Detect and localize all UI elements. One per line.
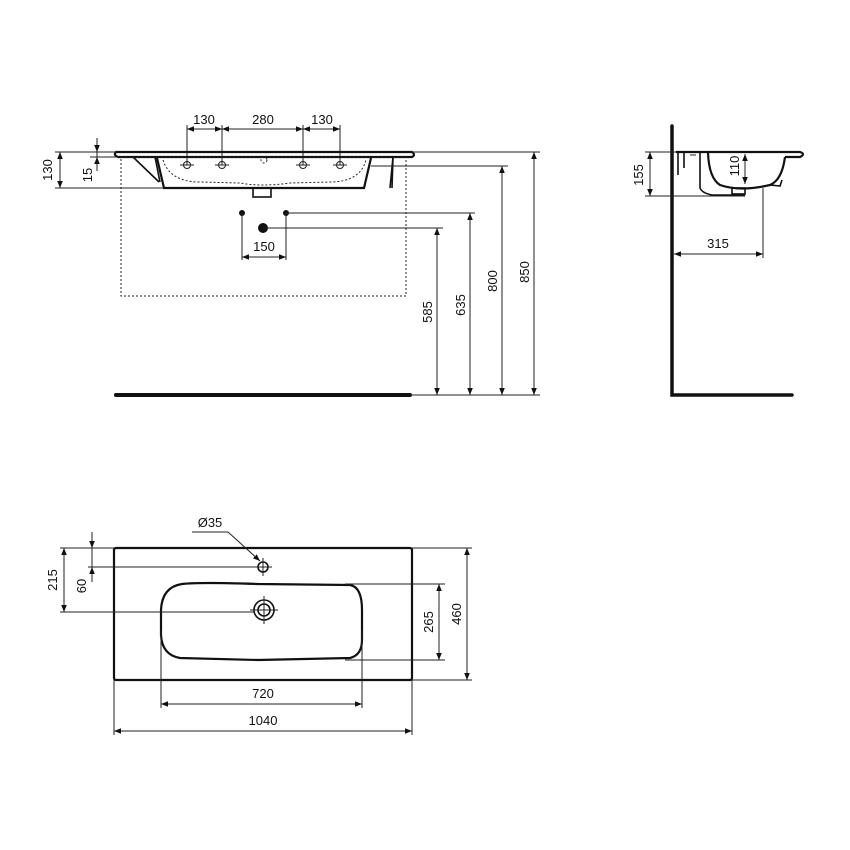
dim-hole-diameter: Ø35 (198, 515, 223, 530)
tap-hole-icon (180, 156, 347, 169)
dim-depth-460: 460 (449, 603, 464, 625)
dim-height-635: 635 (453, 294, 468, 316)
dim-height-130: 130 (40, 159, 55, 181)
plan-view: Ø35 215 60 265 460 720 1040 (45, 515, 472, 735)
dim-tap-spacing-150: 150 (253, 239, 275, 254)
dim-bowl-width-265: 265 (421, 611, 436, 633)
dim-bowl-length-720: 720 (252, 686, 274, 701)
front-view: 130 280 130 130 15 (40, 112, 540, 397)
dim-length-1040: 1040 (249, 713, 278, 728)
dim-rim-15: 15 (80, 168, 95, 182)
drain-icon (250, 596, 278, 624)
dim-height-585: 585 (420, 301, 435, 323)
dim-projection-315: 315 (707, 236, 729, 251)
dim-drain-offset-215: 215 (45, 569, 60, 591)
side-view: 155 110 315 (631, 124, 805, 397)
dim-tap-130-left: 130 (193, 112, 215, 127)
dim-tap-280: 280 (252, 112, 274, 127)
dim-tap-offset-60: 60 (74, 579, 89, 593)
dim-bowl-depth-110: 110 (727, 156, 742, 177)
dim-height-800: 800 (485, 270, 500, 292)
dim-depth-155: 155 (631, 164, 646, 186)
dim-tap-130-right: 130 (311, 112, 333, 127)
tap-hole-icon (254, 558, 272, 576)
dim-height-850: 850 (517, 261, 532, 283)
